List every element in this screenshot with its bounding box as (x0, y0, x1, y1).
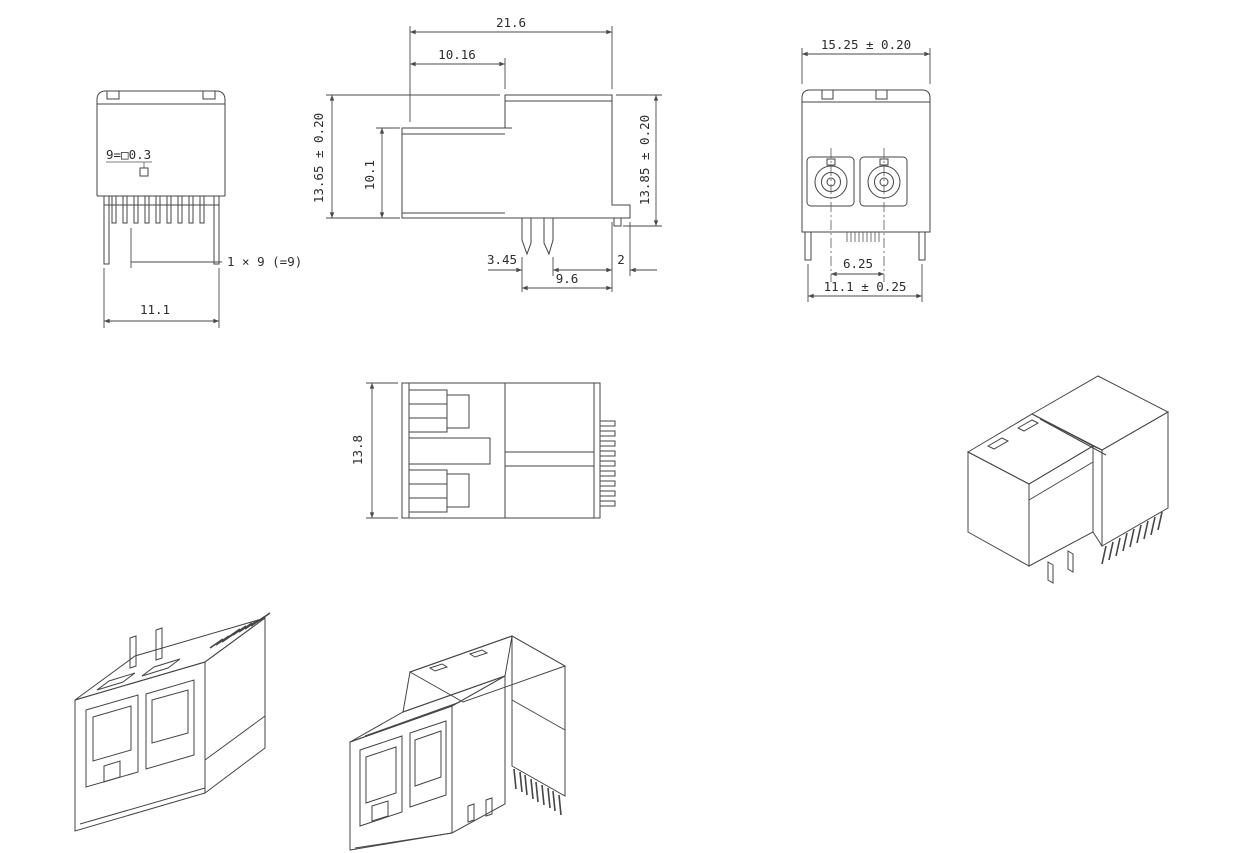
dim-pin-square: 9=□0.3 (106, 147, 151, 162)
iso-center-pegs (467, 797, 493, 823)
iso-center-pins (513, 768, 562, 816)
iso-left-pins (209, 612, 271, 649)
isometric-front-view-left (74, 612, 271, 832)
dim-leg-span: 11.1 ± 0.25 (824, 279, 907, 294)
front-view-body (401, 94, 631, 219)
top-view-dimensions: 13.8 (350, 382, 398, 519)
rear-view-dimensions: 15.25 ± 0.20 6.25 11.1 ± 0.25 (801, 37, 931, 302)
rear-view: 15.25 ± 0.20 6.25 11.1 ± 0.25 (801, 37, 931, 302)
front-view-dimensions: 21.6 10.16 13.65 ± 0.20 10.1 13.85 ± 0.2… (311, 15, 662, 292)
dim-boss-width: 3.45 (487, 252, 517, 267)
iso-center-front-shell (349, 675, 506, 851)
top-view-pins (599, 420, 616, 507)
side-view-pins (103, 195, 220, 265)
dim-tab-width: 2 (617, 252, 625, 267)
dim-side-width: 11.1 (140, 302, 170, 317)
rear-view-ports (806, 156, 908, 207)
iso-left-ports (85, 679, 195, 788)
isometric-front-view-center (349, 635, 567, 851)
iso-left-body (74, 617, 266, 832)
iso-rear-body (966, 375, 1170, 584)
side-view-body (96, 90, 226, 197)
dim-pin-array: 1 × 9 (=9) (227, 254, 302, 269)
side-view: 9=□0.3 1 × 9 (=9) 11.1 (96, 90, 302, 328)
dim-depth: 13.8 (350, 435, 365, 465)
side-view-dimensions: 9=□0.3 1 × 9 (=9) 11.1 (103, 147, 302, 328)
isometric-rear-view (966, 375, 1170, 584)
dim-boss-offset: 9.6 (556, 271, 579, 286)
dim-rear-overall-width: 15.25 ± 0.20 (821, 37, 911, 52)
rear-view-pins (804, 231, 926, 261)
dim-overall-width: 21.6 (496, 15, 526, 30)
front-section-view: 21.6 10.16 13.65 ± 0.20 10.1 13.85 ± 0.2… (311, 15, 662, 292)
rear-view-body (801, 89, 931, 233)
front-view-boss-pegs (521, 217, 622, 256)
top-view: 13.8 (350, 382, 616, 519)
side-view-pin-detail (106, 161, 152, 177)
top-view-body (401, 382, 601, 519)
dim-overall-height: 13.65 ± 0.20 (311, 113, 326, 203)
dim-opening-width: 10.16 (438, 47, 476, 62)
dim-rear-height: 13.85 ± 0.20 (637, 115, 652, 205)
iso-center-rear-block (402, 635, 567, 797)
iso-rear-pins (1101, 511, 1163, 565)
iso-left-top-holes (96, 658, 181, 691)
iso-left-pegs (129, 627, 163, 669)
iso-center-ports (359, 720, 447, 827)
dim-port-pitch: 6.25 (843, 256, 873, 271)
dim-opening-height: 10.1 (362, 160, 377, 190)
